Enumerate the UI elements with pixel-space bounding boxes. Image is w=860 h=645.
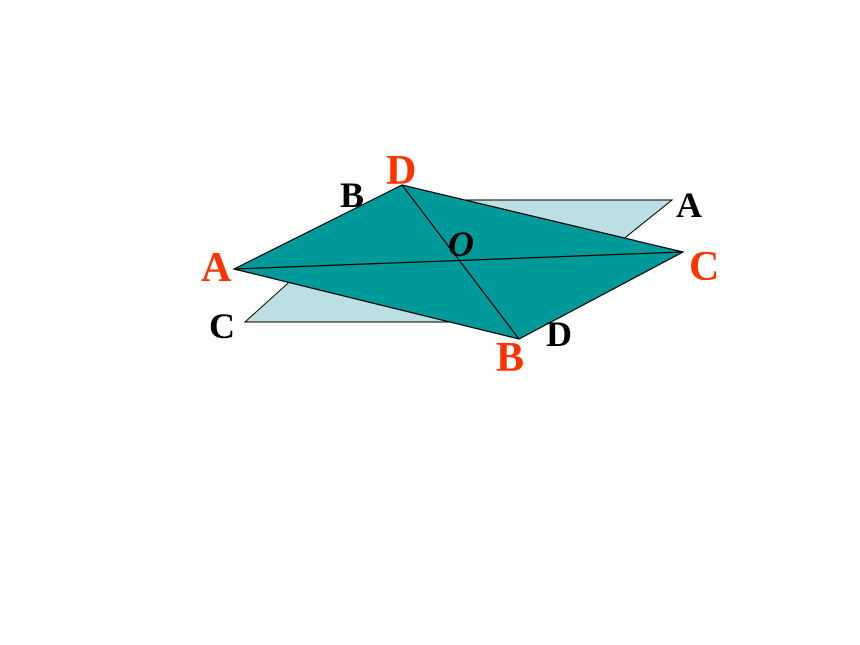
label-back-d: D	[546, 314, 572, 354]
label-back-c: C	[209, 306, 235, 346]
diagonal-ac	[233, 251, 684, 270]
label-front-b: B	[496, 335, 524, 381]
diagonal-db	[401, 184, 520, 340]
label-back-a: A	[676, 185, 702, 225]
label-front-a: A	[201, 245, 232, 291]
label-back-b: B	[340, 175, 364, 215]
label-front-d: D	[386, 148, 416, 194]
label-center-o: O	[448, 224, 474, 264]
label-front-c: C	[689, 244, 719, 290]
